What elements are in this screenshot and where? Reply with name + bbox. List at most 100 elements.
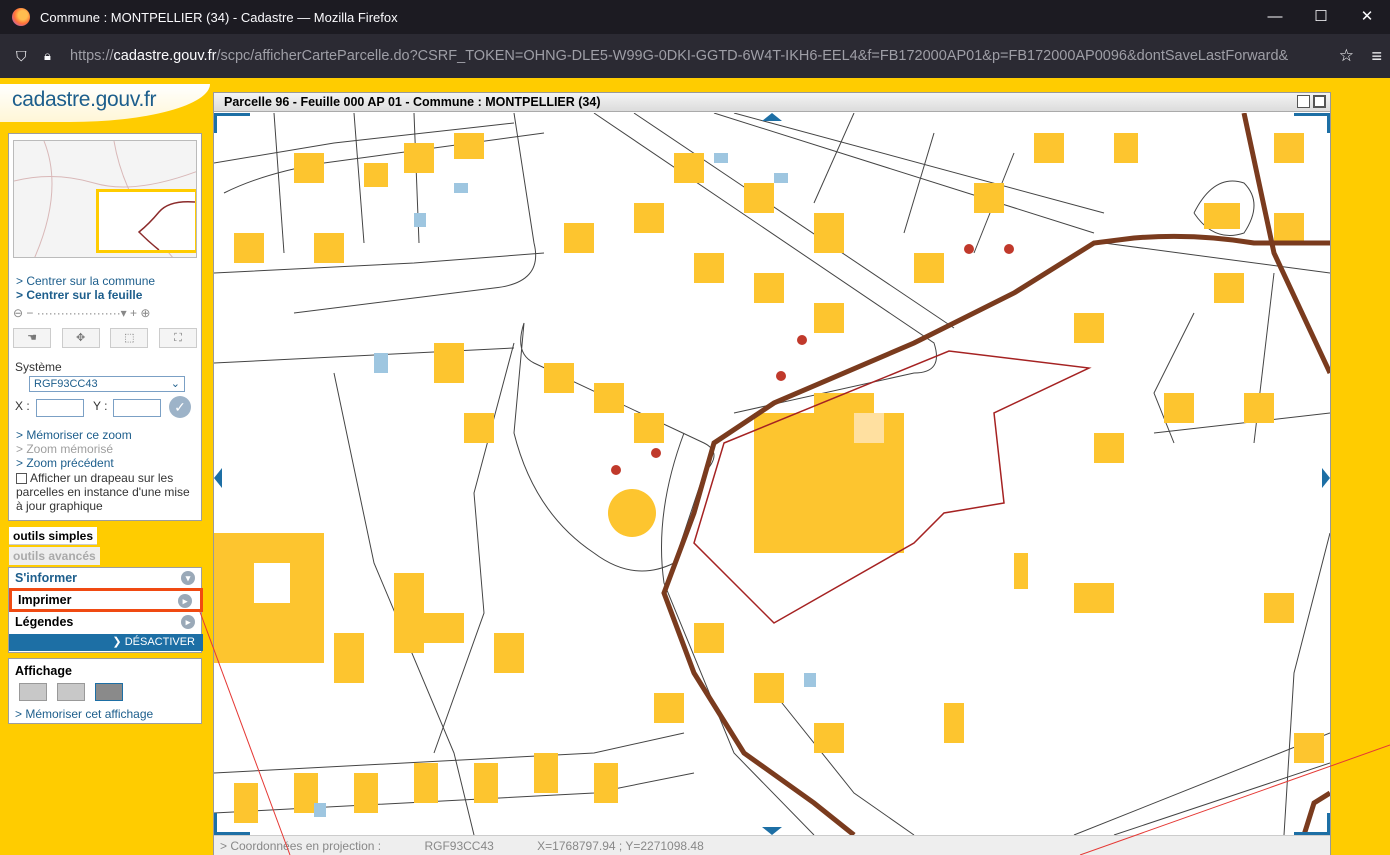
flag-checkbox-label: Afficher un drapeau sur les parcelles en… (16, 471, 190, 513)
display-panel: Affichage > Mémoriser cet affichage (8, 658, 202, 724)
sidebar: > Centrer sur la commune > Centrer sur l… (8, 133, 203, 724)
zoom-minus-icon[interactable]: − (26, 306, 34, 320)
building (354, 773, 378, 813)
building (1214, 273, 1244, 303)
restore-window-icon[interactable] (1297, 95, 1310, 108)
play-arrow-icon[interactable]: ▸ (178, 594, 192, 608)
corner-bracket (214, 113, 250, 133)
maximize-window-icon[interactable] (1313, 95, 1326, 108)
zoom-extent-icon[interactable]: ⛶ (158, 328, 197, 348)
deactivate-button[interactable]: ❯ DÉSACTIVER (9, 634, 203, 651)
zoom-out-icon[interactable]: ⊖ (13, 306, 24, 320)
window-controls: — ☐ ✕ (1252, 0, 1390, 34)
road-line (1153, 312, 1195, 444)
status-label: > Coordonnées en projection : (220, 839, 382, 853)
hamburger-menu-icon[interactable]: ≡ (1371, 45, 1382, 66)
zoom-slider[interactable]: ⊖ − ·····················▾ + ⊕ (13, 306, 197, 324)
building (814, 213, 844, 253)
zoom-in-icon[interactable]: ⊕ (140, 306, 151, 320)
building (814, 303, 844, 333)
display-mode-medium-icon[interactable] (57, 683, 85, 701)
system-select[interactable]: RGF93CC43⌄ (29, 376, 185, 392)
zoom-box-icon[interactable]: ⬚ (110, 328, 149, 348)
road-loop (513, 322, 715, 572)
flag-checkbox-row[interactable]: Afficher un drapeau sur les parcelles en… (16, 471, 196, 513)
zoom-track[interactable]: ·····················▾ (36, 306, 131, 320)
road-line (333, 372, 475, 835)
tracking-shield-icon[interactable]: ⛉ (16, 48, 27, 64)
pool (774, 173, 788, 183)
center-sheet-link[interactable]: > Centrer sur la feuille (16, 288, 143, 302)
minimap-boundary (137, 200, 196, 251)
firefox-icon (12, 8, 30, 26)
minimap-viewport-frame[interactable] (96, 189, 196, 253)
minimize-button[interactable]: — (1267, 8, 1283, 25)
minimap-road (34, 141, 53, 257)
building (754, 673, 784, 703)
url-field[interactable]: https://cadastre.gouv.fr/scpc/afficherCa… (70, 48, 1320, 64)
play-arrow-icon[interactable]: ▸ (181, 615, 195, 629)
overview-minimap[interactable] (13, 140, 197, 258)
building (814, 723, 844, 753)
building (494, 633, 524, 673)
x-coordinate-input[interactable] (36, 399, 84, 417)
map-tools-row: ☚ ✥ ⬚ ⛶ (13, 328, 197, 350)
pool (414, 213, 426, 227)
zoom-plus-icon[interactable]: + (130, 306, 138, 320)
maximize-button[interactable]: ☐ (1314, 8, 1328, 25)
cadastral-map[interactable] (214, 113, 1330, 835)
flag-marker[interactable] (1004, 244, 1014, 254)
building (944, 703, 964, 743)
flag-marker[interactable] (776, 371, 786, 381)
tools-panel: S'informer▾ Imprimer▸ Légendes▸ ❯ DÉSACT… (8, 567, 203, 653)
road-line (214, 772, 695, 814)
pan-up-arrow-icon[interactable] (762, 113, 782, 121)
flag-marker[interactable] (651, 448, 661, 458)
building (1274, 133, 1304, 163)
chevron-down-icon[interactable]: ▾ (181, 571, 195, 585)
flag-marker[interactable] (964, 244, 974, 254)
pool (714, 153, 728, 163)
pan-hand-icon[interactable]: ☚ (13, 328, 51, 348)
map-canvas[interactable] (214, 113, 1330, 835)
building (1094, 433, 1124, 463)
building (544, 363, 574, 393)
building (674, 153, 704, 183)
commune-boundary (1301, 790, 1330, 835)
url-path: /scpc/afficherCarteParcelle.do?CSRF_TOKE… (216, 48, 1289, 64)
pan-right-arrow-icon[interactable] (1322, 468, 1330, 488)
tool-legendes[interactable]: Légendes▸ (9, 612, 203, 632)
bookmark-star-icon[interactable]: ☆ (1338, 46, 1354, 65)
display-mode-small-icon[interactable] (19, 683, 47, 701)
pan-left-arrow-icon[interactable] (214, 468, 222, 488)
site-logo[interactable]: cadastre.gouv.fr (12, 88, 157, 111)
close-button[interactable]: ✕ (1360, 8, 1374, 25)
flag-marker[interactable] (797, 335, 807, 345)
building (434, 343, 464, 383)
building (334, 633, 364, 683)
pan-down-arrow-icon[interactable] (762, 827, 782, 835)
memorize-display-link[interactable]: > Mémoriser cet affichage (15, 707, 154, 721)
display-mode-large-icon[interactable] (95, 683, 123, 701)
building (1074, 583, 1114, 613)
recenter-icon[interactable]: ✥ (61, 328, 100, 348)
parcel-96-outline[interactable] (693, 350, 1092, 624)
lock-icon[interactable]: 🔒︎ (44, 48, 51, 63)
pool (454, 183, 468, 193)
map-status-bar: > Coordonnées en projection : RGF93CC43 … (214, 835, 1330, 855)
previous-zoom-link[interactable]: > Zoom précédent (16, 456, 114, 470)
tab-outils-avances[interactable]: outils avancés (9, 547, 100, 565)
go-check-icon[interactable]: ✓ (169, 396, 191, 418)
tab-outils-simples[interactable]: outils simples (9, 527, 98, 545)
memorize-zoom-link[interactable]: > Mémoriser ce zoom (16, 428, 132, 442)
tool-sinformer[interactable]: S'informer▾ (9, 568, 203, 588)
building (974, 183, 1004, 213)
y-coordinate-input[interactable] (113, 399, 161, 417)
y-label: Y : (93, 399, 108, 413)
building (414, 763, 438, 803)
flag-marker[interactable] (611, 465, 621, 475)
flag-checkbox[interactable] (16, 473, 27, 484)
display-title: Affichage (15, 664, 72, 678)
tool-imprimer[interactable]: Imprimer▸ (9, 588, 203, 612)
center-commune-link[interactable]: > Centrer sur la commune (16, 274, 156, 288)
